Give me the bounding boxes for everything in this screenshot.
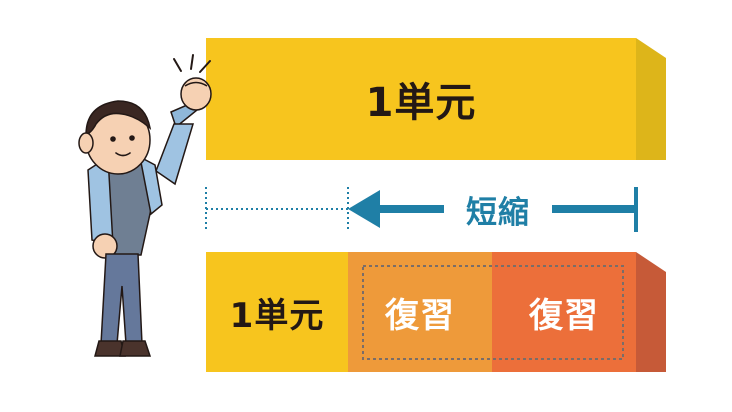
bottom-unit-block — [206, 252, 348, 372]
review-block-1 — [348, 252, 492, 372]
bottom-block-side-face — [636, 252, 666, 372]
top-unit-label: 1単元 — [365, 80, 477, 126]
review-label-1: 復習 — [385, 295, 455, 336]
top-block-side-face — [636, 38, 666, 160]
shorten-label: 短縮 — [444, 186, 552, 232]
review-block-2 — [492, 252, 636, 372]
review-label-2: 復習 — [529, 295, 599, 336]
bottom-unit-label: 1単元 — [229, 295, 325, 336]
left-arrow-icon — [348, 190, 380, 228]
cheering-teacher-icon — [78, 54, 212, 357]
review-dotted-frame — [362, 265, 624, 360]
top-unit-block — [206, 38, 636, 160]
